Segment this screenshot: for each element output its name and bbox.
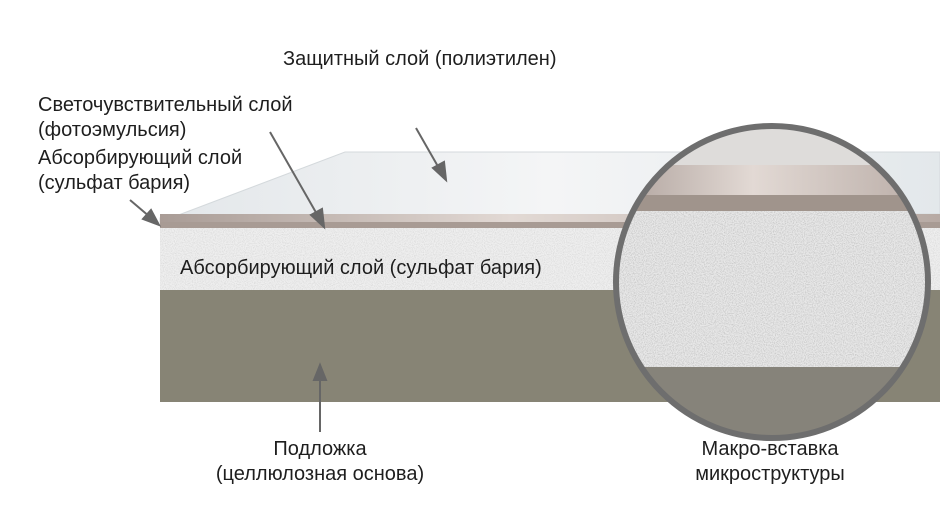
macro-inset-border [613, 123, 931, 441]
label-substrate-line1: Подложка [273, 438, 367, 460]
photosensitive-layer [160, 214, 940, 222]
label-photosensitive-line2: (фотоэмульсия) [38, 119, 187, 141]
label-photosensitive-line1: Светочувствительный слой [38, 94, 293, 116]
label-absorbing-top-line2: (сульфат бария) [38, 172, 191, 194]
label-absorbing-top-line1: Абсорбирующий слой [38, 147, 243, 169]
label-absorbing-main: Абсорбирующий слой (сульфат бария) [180, 257, 542, 279]
label-substrate-line2: (целлюлозная основа) [215, 463, 425, 485]
label-macro-line1: Макро-вставка [701, 438, 839, 460]
arrow-protective [415, 127, 441, 171]
absorbing-thin-layer [160, 222, 940, 228]
arrow-photosensitive [269, 131, 319, 217]
label-protective-layer: Защитный слой (полиэтилен) [283, 48, 557, 70]
label-macro-line2: микроструктуры [695, 463, 845, 485]
